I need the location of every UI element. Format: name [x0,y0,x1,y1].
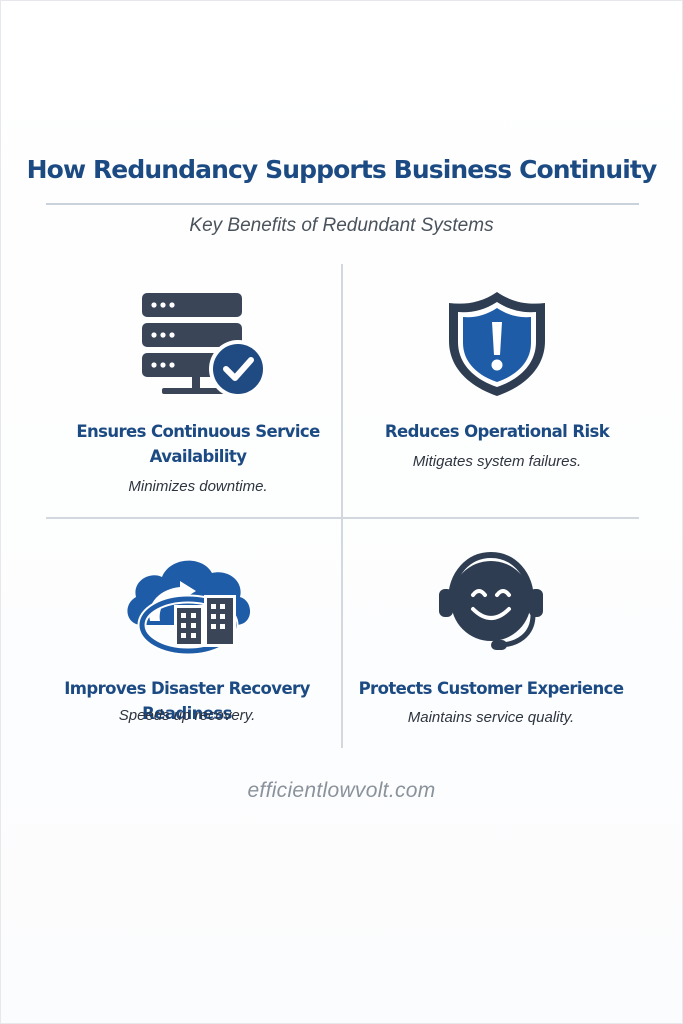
vertical-divider [341,264,343,748]
page-title: How Redundancy Supports Business Continu… [26,155,658,184]
horizontal-divider [46,517,639,519]
benefit-description: Maintains service quality. [407,709,575,726]
title-divider [46,203,639,205]
footer-website: efficientlowvolt.com [247,779,436,802]
benefit-description: Speeds up recovery. [118,707,256,724]
benefit-card-recovery: Improves Disaster Recovery Readiness Spe… [37,541,337,741]
shield-alert-icon [347,289,647,399]
page-subtitle: Key Benefits of Redundant Systems [189,215,494,236]
benefit-title: Reduces Operational Risk [384,422,610,441]
benefit-card-risk: Reduces Operational Risk Mitigates syste… [347,281,647,501]
benefit-card-customer: Protects Customer Experience Maintains s… [341,541,641,741]
benefit-title: Protects Customer Experience [358,679,624,698]
benefit-description: Minimizes downtime. [128,478,268,495]
benefit-title: Ensures Continuous Service Availability [76,422,320,466]
server-check-icon [48,291,348,403]
benefit-description: Mitigates system failures. [412,453,582,470]
benefit-card-availability: Ensures Continuous Service Availability … [48,281,348,501]
benefit-title: Improves Disaster Recovery Readiness [64,679,310,723]
customer-headset-icon [341,551,641,655]
cloud-recovery-icon [37,551,337,655]
